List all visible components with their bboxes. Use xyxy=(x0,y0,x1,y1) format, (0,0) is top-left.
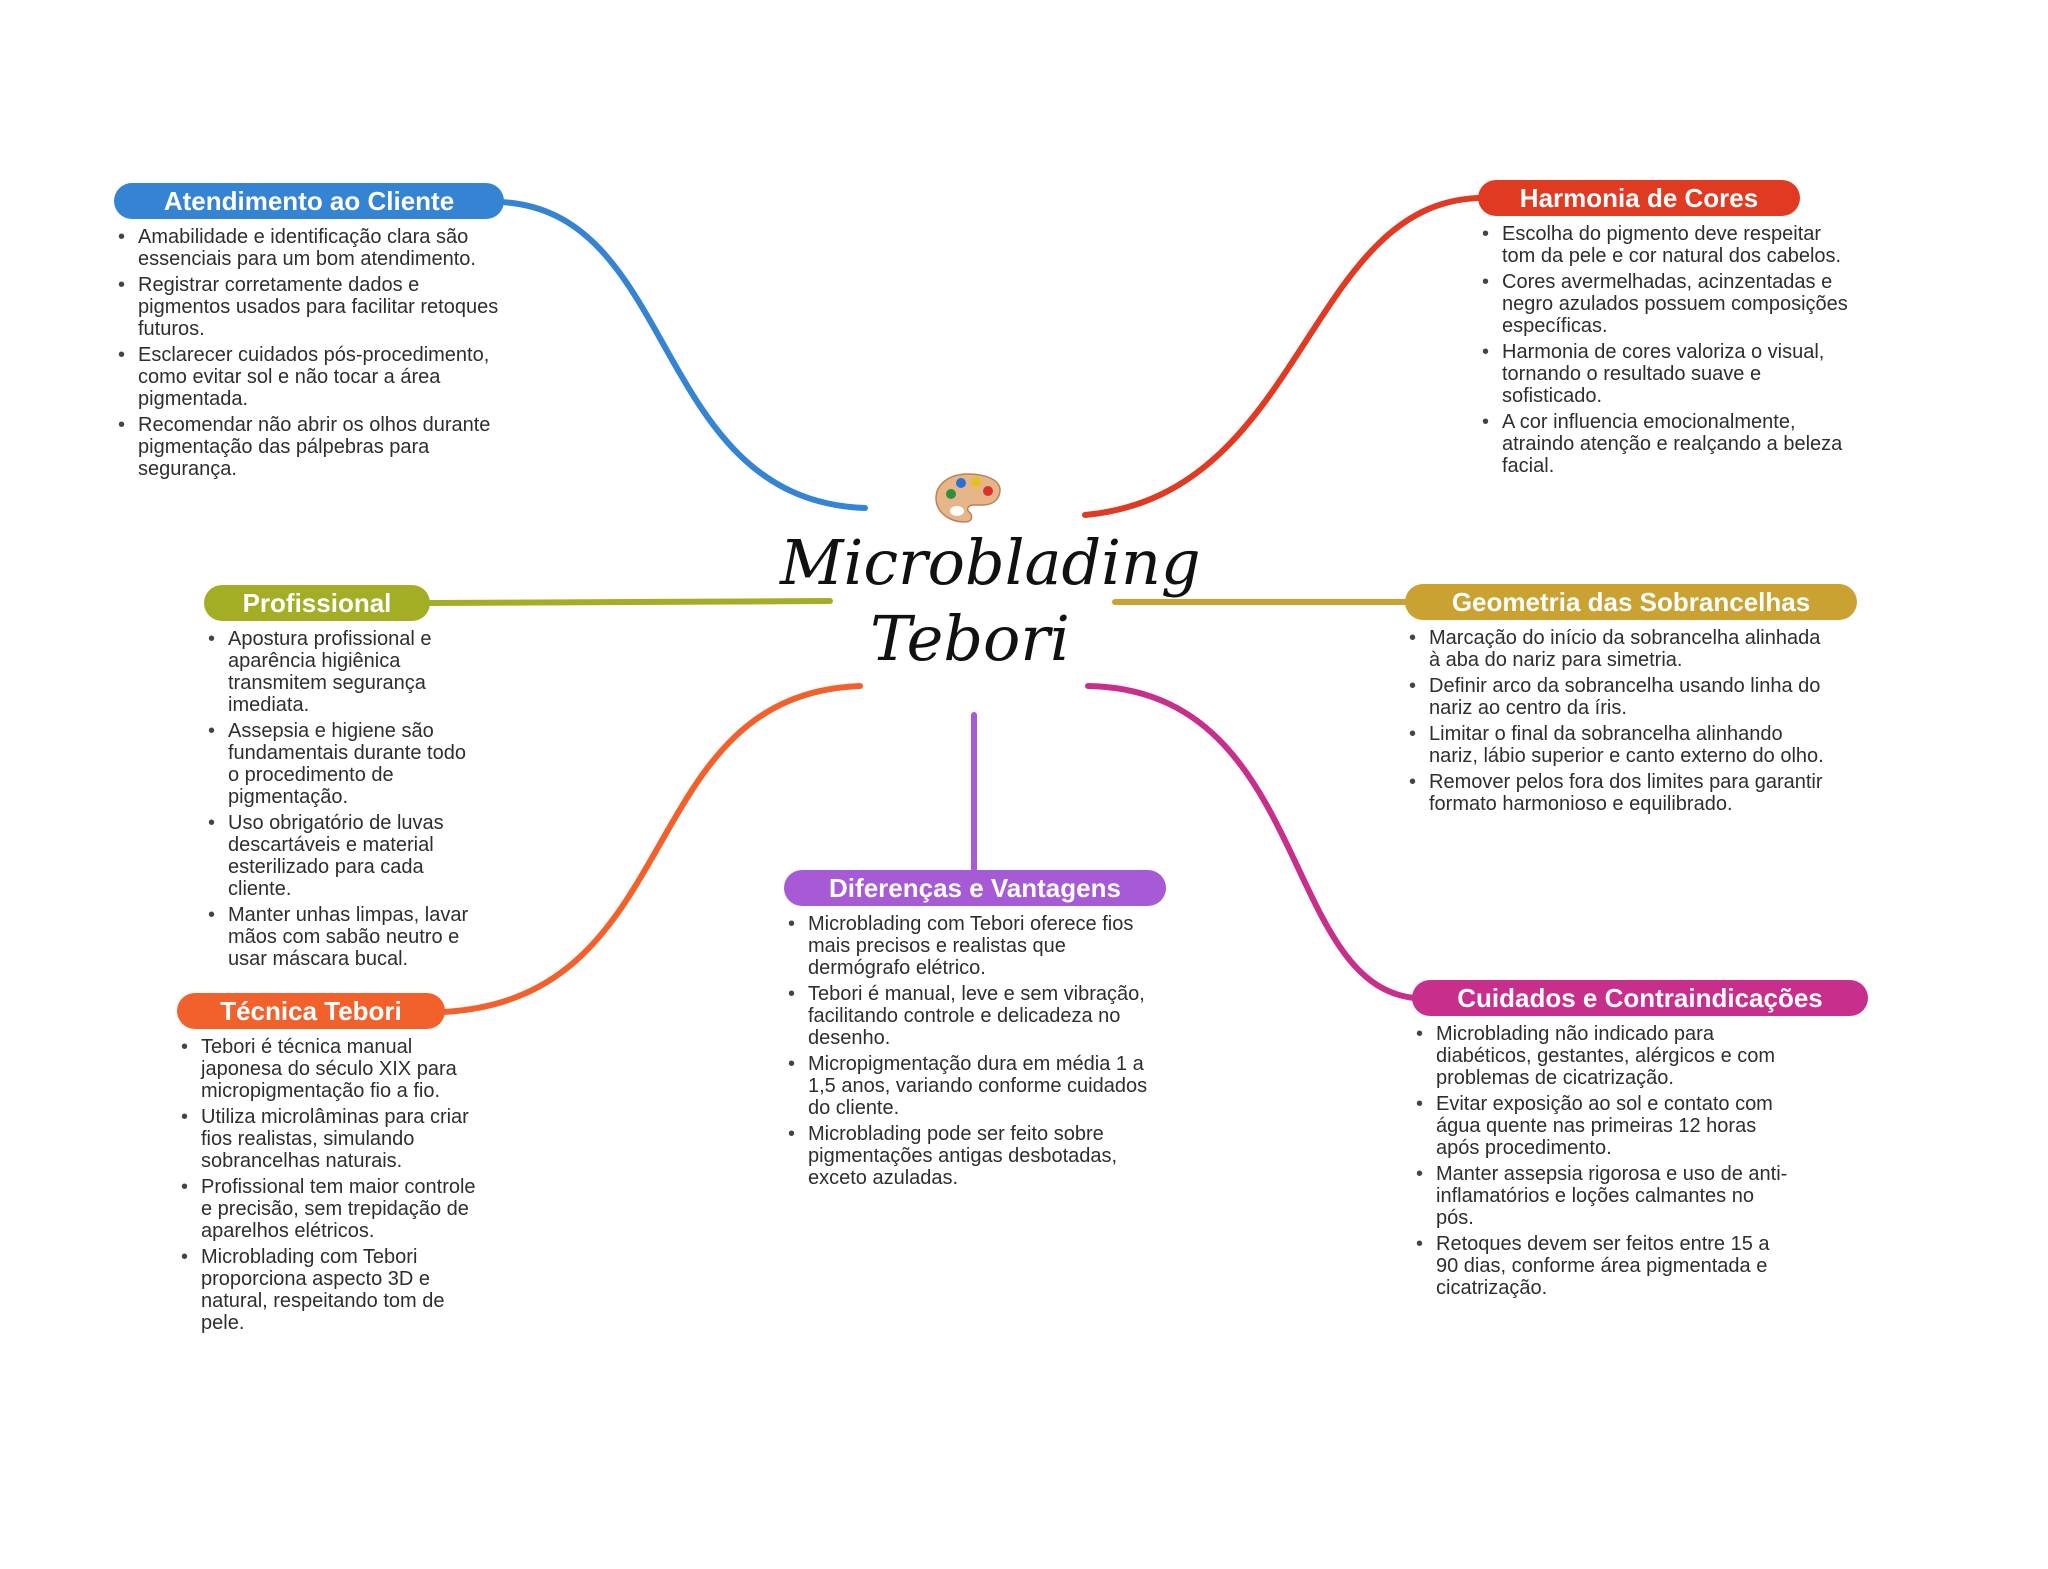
branch-profissional-title: Profissional xyxy=(204,585,430,621)
list-item: Recomendar não abrir os olhos durante pi… xyxy=(114,414,499,480)
list-item: Tebori é técnica manual japonesa do sécu… xyxy=(177,1036,482,1102)
list-item: Tebori é manual, leve e sem vibração, fa… xyxy=(784,983,1164,1049)
branch-tecnica-title: Técnica Tebori xyxy=(177,993,445,1029)
palette-icon xyxy=(935,473,1001,523)
list-item: Remover pelos fora dos limites para gara… xyxy=(1405,771,1835,815)
central-title-line2: Tebori xyxy=(870,602,1070,675)
list-item: Marcação do início da sobrancelha alinha… xyxy=(1405,627,1835,671)
connector-tecnica xyxy=(439,683,863,1015)
list-item: Micropigmentação dura em média 1 a 1,5 a… xyxy=(784,1053,1164,1119)
connector-profissional xyxy=(427,598,833,606)
list-item: Apostura profissional e aparência higiên… xyxy=(204,628,479,716)
branch-profissional-list: Apostura profissional e aparência higiên… xyxy=(204,628,479,974)
branch-diferencas-list: Microblading com Tebori oferece fios mai… xyxy=(784,913,1164,1193)
list-item: Microblading com Tebori proporciona aspe… xyxy=(177,1246,482,1334)
branch-diferencas-title: Diferenças e Vantagens xyxy=(784,870,1166,906)
branch-tecnica-list: Tebori é técnica manual japonesa do sécu… xyxy=(177,1036,482,1338)
list-item: Manter assepsia rigorosa e uso de anti-i… xyxy=(1412,1163,1797,1229)
connector-harmonia xyxy=(1082,195,1481,518)
branch-cuidados-list: Microblading não indicado para diabético… xyxy=(1412,1023,1797,1303)
branch-atendimento-list: Amabilidade e identificação clara são es… xyxy=(114,226,499,484)
branch-harmonia-list: Escolha do pigmento deve respeitar tom d… xyxy=(1478,223,1848,481)
list-item: Harmonia de cores valoriza o visual, tor… xyxy=(1478,341,1848,407)
branch-harmonia-title: Harmonia de Cores xyxy=(1478,180,1800,216)
list-item: Evitar exposição ao sol e contato com ág… xyxy=(1412,1093,1797,1159)
list-item: A cor influencia emocionalmente, atraind… xyxy=(1478,411,1848,477)
list-item: Registrar corretamente dados e pigmentos… xyxy=(114,274,499,340)
list-item: Microblading com Tebori oferece fios mai… xyxy=(784,913,1164,979)
list-item: Cores avermelhadas, acinzentadas e negro… xyxy=(1478,271,1848,337)
list-item: Amabilidade e identificação clara são es… xyxy=(114,226,499,270)
list-item: Microblading não indicado para diabético… xyxy=(1412,1023,1797,1089)
central-title-line1: Microblading xyxy=(780,526,1201,599)
list-item: Retoques devem ser feitos entre 15 a 90 … xyxy=(1412,1233,1797,1299)
list-item: Utiliza microlâminas para criar fios rea… xyxy=(177,1106,482,1172)
branch-geometria-title: Geometria das Sobrancelhas xyxy=(1405,584,1857,620)
list-item: Microblading pode ser feito sobre pigmen… xyxy=(784,1123,1164,1189)
list-item: Escolha do pigmento deve respeitar tom d… xyxy=(1478,223,1848,267)
branch-cuidados-title: Cuidados e Contraindicações xyxy=(1412,980,1868,1016)
connector-atendimento xyxy=(497,199,868,511)
branch-geometria-list: Marcação do início da sobrancelha alinha… xyxy=(1405,627,1835,819)
list-item: Limitar o final da sobrancelha alinhando… xyxy=(1405,723,1835,767)
branch-atendimento-title: Atendimento ao Cliente xyxy=(114,183,504,219)
list-item: Profissional tem maior controle e precis… xyxy=(177,1176,482,1242)
list-item: Esclarecer cuidados pós-procedimento, co… xyxy=(114,344,499,410)
connector-cuidados xyxy=(1085,683,1418,1001)
list-item: Manter unhas limpas, lavar mãos com sabã… xyxy=(204,904,479,970)
list-item: Assepsia e higiene são fundamentais dura… xyxy=(204,720,479,808)
central-topic: Microblading Tebori xyxy=(780,525,1201,677)
list-item: Uso obrigatório de luvas descartáveis e … xyxy=(204,812,479,900)
list-item: Definir arco da sobrancelha usando linha… xyxy=(1405,675,1835,719)
